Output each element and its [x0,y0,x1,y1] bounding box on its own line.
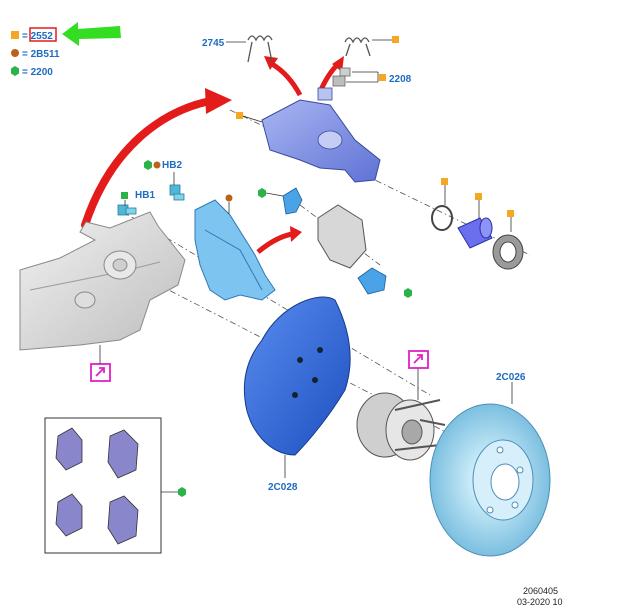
pad-clip-bottom [357,267,387,295]
legend: = 2552 = 2B511 = 2200 [11,27,60,78]
piston-seal [431,205,453,231]
dust-shield [243,296,351,456]
legend-circle-marker [11,49,19,57]
label-hb2: HB2 [162,160,182,171]
green-arrow-icon [62,22,121,46]
bleed-screw [332,67,351,87]
brake-pad [317,204,367,269]
hub-bearing [356,392,446,461]
link-icon-knuckle[interactable] [90,363,111,382]
caliper-square-marker [236,112,243,119]
legend-highlight-box [29,27,57,42]
spring-right [344,37,371,57]
caliper-body [261,87,381,183]
label-hb1: HB1 [135,190,155,201]
legend-item-2200: = 2200 [22,67,53,78]
label-bleed-2208: 2208 [389,74,412,85]
bolt-hb2 [169,184,185,201]
label-spring-2745: 2745 [202,38,225,49]
bracket-circle-marker [225,194,233,202]
clip-hexagon-marker [258,188,266,198]
legend-item-2552: = 2552 [22,31,53,42]
pad-kit-inset [44,417,162,554]
boot-square-marker [507,210,514,217]
piston-square-marker [475,193,482,200]
bleed-square-marker [379,74,386,81]
caliper-piston [457,217,493,249]
hb1-square-marker [121,192,128,199]
bolt-hb1 [117,204,137,216]
legend-item-2b511: = 2B511 [22,49,60,60]
caliper-bracket [194,199,276,301]
spring-left [247,35,273,63]
clip-bottom-hexagon-marker [404,288,412,298]
label-shield-2c028: 2C028 [268,482,298,493]
legend-square-marker [11,31,19,39]
footer-date: 03-2020 10 [517,597,563,607]
hb2-hexagon-marker [144,160,152,170]
legend-hexagon-marker [11,66,19,76]
spring-square-marker [392,36,399,43]
pad-clip-top [282,187,303,215]
kit-hexagon-marker [178,487,186,497]
label-rotor-2c026: 2C026 [496,372,526,383]
footer-code: 2060405 [523,586,558,596]
link-icon-hub[interactable] [408,350,429,369]
hb2-circle-marker [153,161,161,169]
steering-knuckle [19,211,186,351]
piston-boot [492,234,524,270]
seal-square-marker [441,178,448,185]
brake-rotor [429,403,551,557]
